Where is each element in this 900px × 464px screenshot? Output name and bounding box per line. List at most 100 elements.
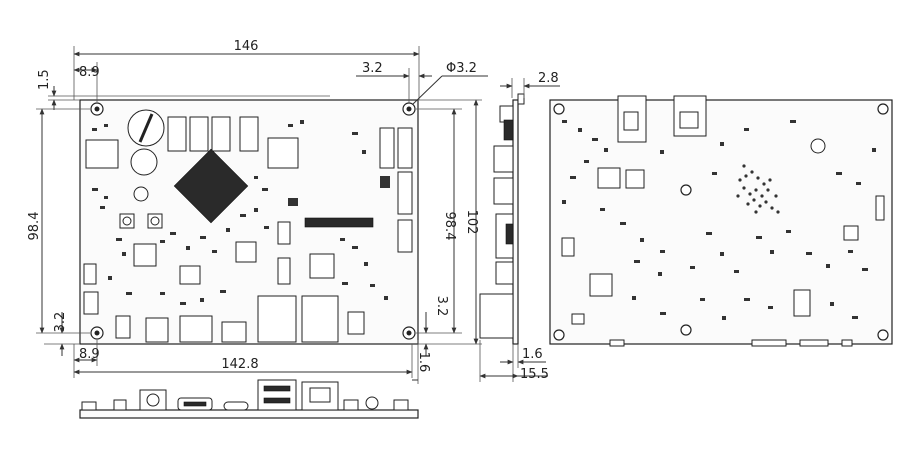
sd-card-inner xyxy=(623,111,639,131)
soc-chip xyxy=(173,148,249,224)
display-connector xyxy=(397,219,413,253)
bottom-chip-2 xyxy=(625,169,645,189)
label-hole-inset-top: 3.2 xyxy=(362,61,383,76)
front-button-1 xyxy=(343,399,359,411)
front-dc-hole xyxy=(146,393,160,407)
front-usb-slot-1 xyxy=(263,385,291,392)
mount-hole-center-bl xyxy=(94,330,100,336)
front-part-2 xyxy=(113,399,127,411)
pin-header xyxy=(397,171,413,215)
inductor-1 xyxy=(167,116,187,152)
top-view-board xyxy=(79,99,419,345)
battery-clip xyxy=(138,113,154,143)
port-dc xyxy=(145,317,169,343)
port-hdmi xyxy=(179,315,213,343)
top-view-dimensions: 146 8.9 1.5 3.2 Φ3.2 98.4 98.4 xyxy=(27,39,488,384)
header-left xyxy=(83,263,97,285)
leader-hole-diameter xyxy=(412,75,443,105)
port-typec xyxy=(221,321,247,343)
label-bottom-right-small: 1.6 xyxy=(416,352,431,373)
side-view: 2.8 1.6 15.5 xyxy=(479,71,560,382)
bottom-chip-1 xyxy=(597,167,621,189)
small-components-bottom xyxy=(562,120,876,320)
inductor-3 xyxy=(211,116,231,152)
front-usb-stack xyxy=(257,379,297,411)
bottom-hole-tr xyxy=(877,103,889,115)
fpc-connector-1 xyxy=(397,127,413,169)
side-top-part xyxy=(517,93,525,105)
bottom-chip-6 xyxy=(571,313,585,325)
bottom-view-board xyxy=(549,95,893,347)
front-usb-slot-2 xyxy=(263,397,291,404)
small-components-top xyxy=(92,120,390,305)
label-bottom-right-offset: 3.2 xyxy=(434,296,449,317)
header-small-2 xyxy=(277,257,291,285)
label-side-board-thickness: 1.6 xyxy=(522,347,543,362)
bottom-hole-bl xyxy=(553,329,565,341)
bottom-hole-mid-1 xyxy=(680,184,692,196)
side-part-2 xyxy=(493,145,514,173)
label-top-width: 146 xyxy=(234,39,259,54)
bottom-edge-part-1 xyxy=(609,339,625,347)
header-left-2 xyxy=(83,291,99,315)
front-edge-view xyxy=(79,379,419,419)
front-typec xyxy=(223,401,249,411)
pmic-chip xyxy=(85,139,119,169)
label-left-margin-top: 8.9 xyxy=(79,65,100,80)
side-dark-1 xyxy=(503,119,514,141)
buzzer xyxy=(130,148,158,176)
bga-pattern xyxy=(736,164,780,214)
front-hdmi-inner xyxy=(183,401,207,407)
sim-card-inner xyxy=(679,111,699,129)
label-bottom-width: 142.8 xyxy=(221,357,258,372)
chip-mid-right xyxy=(235,241,257,263)
side-part-3 xyxy=(493,177,514,205)
m2-slot xyxy=(304,217,374,228)
front-dc-jack xyxy=(139,389,167,411)
bottom-crystal xyxy=(810,138,826,154)
chip-mid-left xyxy=(133,243,157,267)
front-part-1 xyxy=(81,401,97,411)
chip-mid xyxy=(179,265,201,285)
button-1-dome xyxy=(122,216,132,226)
side-part-1 xyxy=(499,105,514,123)
bottom-chip-4 xyxy=(561,237,575,257)
bottom-hole-mid-2 xyxy=(680,324,692,336)
bottom-board-outline xyxy=(549,99,893,345)
side-board-edge xyxy=(512,99,519,345)
port-usb xyxy=(257,295,297,343)
mount-hole-center-br xyxy=(406,330,412,336)
label-hole-diameter: Φ3.2 xyxy=(446,61,477,76)
label-side-top-thickness: 2.8 xyxy=(538,71,559,86)
side-dark-2 xyxy=(505,223,514,245)
label-side-total-depth: 15.5 xyxy=(520,367,549,382)
bottom-hole-br xyxy=(877,329,889,341)
front-part-end xyxy=(393,399,409,411)
front-audio xyxy=(365,396,379,410)
front-board-edge xyxy=(79,409,419,419)
audio-jack xyxy=(347,311,365,335)
header-small-1 xyxy=(277,221,291,245)
mount-hole-center-tl xyxy=(94,106,100,112)
bottom-chip-5 xyxy=(793,289,811,317)
bottom-hole-tl xyxy=(553,103,565,115)
bottom-chip-7 xyxy=(843,225,859,241)
fpc-connector-2 xyxy=(379,127,395,169)
label-left-margin-bottom: 8.9 xyxy=(79,347,100,362)
label-bottom-left-offset: 3.2 xyxy=(53,312,68,333)
mount-hole-center-tr xyxy=(406,106,412,112)
bottom-edge-part-2 xyxy=(751,339,787,347)
ethernet-phy xyxy=(309,253,335,279)
switch-bottom xyxy=(115,315,131,339)
button-2-dome xyxy=(150,216,160,226)
side-part-5 xyxy=(495,261,514,285)
label-top-offset: 1.5 xyxy=(37,69,52,90)
label-right-height-total: 102 xyxy=(464,210,479,235)
inductor-4 xyxy=(239,116,259,152)
led-ring xyxy=(133,186,149,202)
label-right-height-inner: 98.4 xyxy=(442,212,457,241)
button-1 xyxy=(119,213,135,229)
bottom-edge-part-4 xyxy=(841,339,853,347)
